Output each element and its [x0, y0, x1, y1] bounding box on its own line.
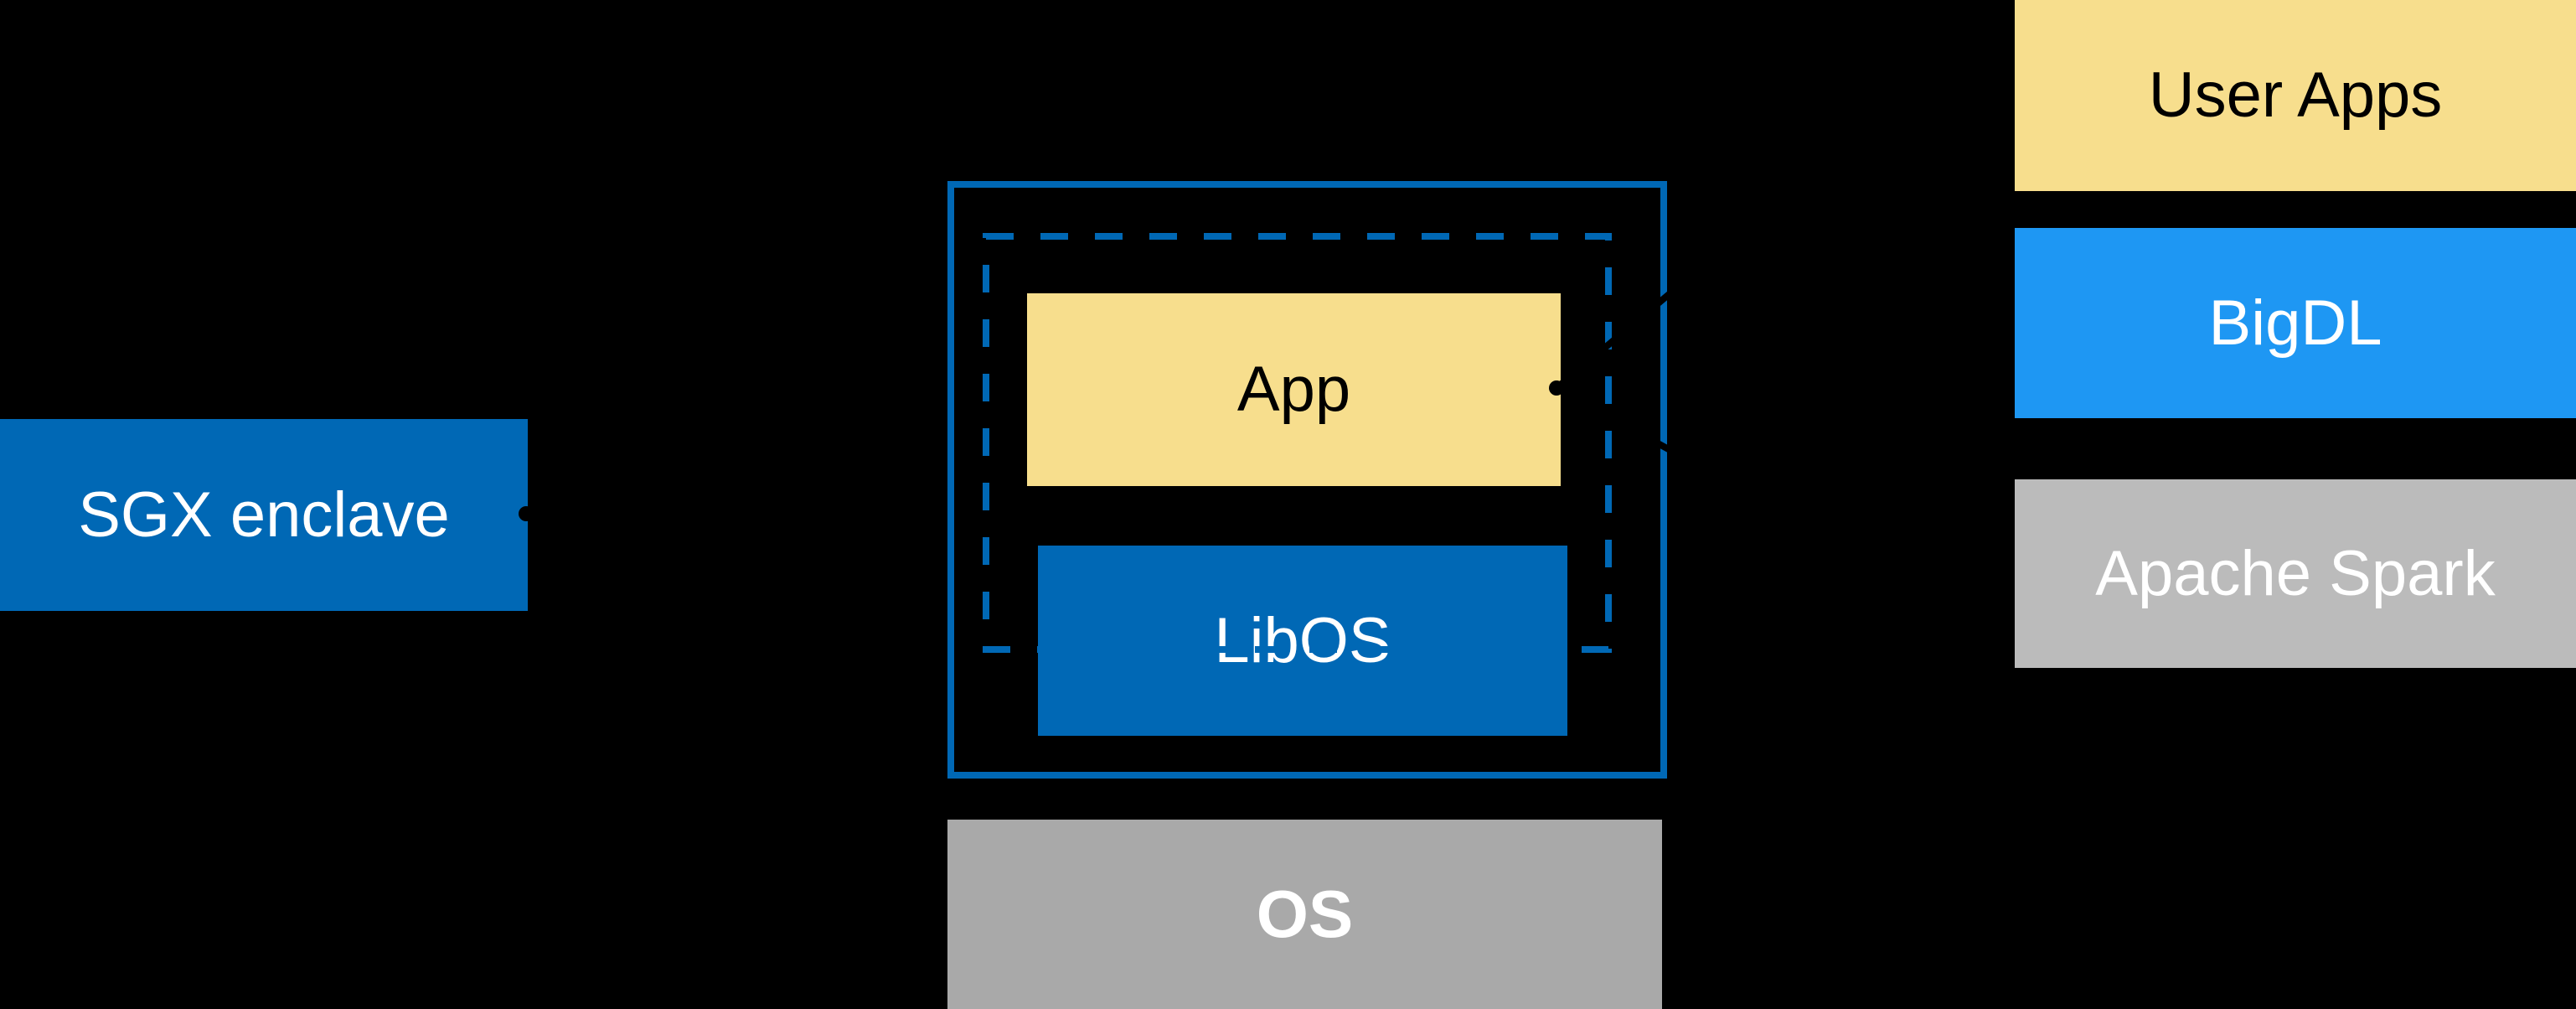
user-apps-label: User Apps [2148, 60, 2443, 131]
libos-label: LibOS [1214, 604, 1391, 676]
connector-line-top [1554, 5, 2015, 391]
apache-spark-label: Apache Spark [2095, 537, 2496, 609]
connector-line-bottom [1555, 385, 2014, 640]
user-apps-box: User Apps [2015, 0, 2576, 191]
bigdl-label: BigDL [2208, 287, 2382, 359]
sgx-enclave-label: SGX enclave [78, 479, 450, 551]
sgx-enclave-box: SGX enclave [0, 419, 528, 611]
apache-spark-box: Apache Spark [2015, 479, 2576, 668]
app-box: App [1027, 293, 1561, 486]
os-box: OS [947, 820, 1662, 1009]
bigdl-box: BigDL [2015, 228, 2576, 418]
os-label: OS [1256, 877, 1354, 951]
app-label: App [1236, 354, 1351, 425]
libos-box: LibOS [1038, 546, 1567, 736]
